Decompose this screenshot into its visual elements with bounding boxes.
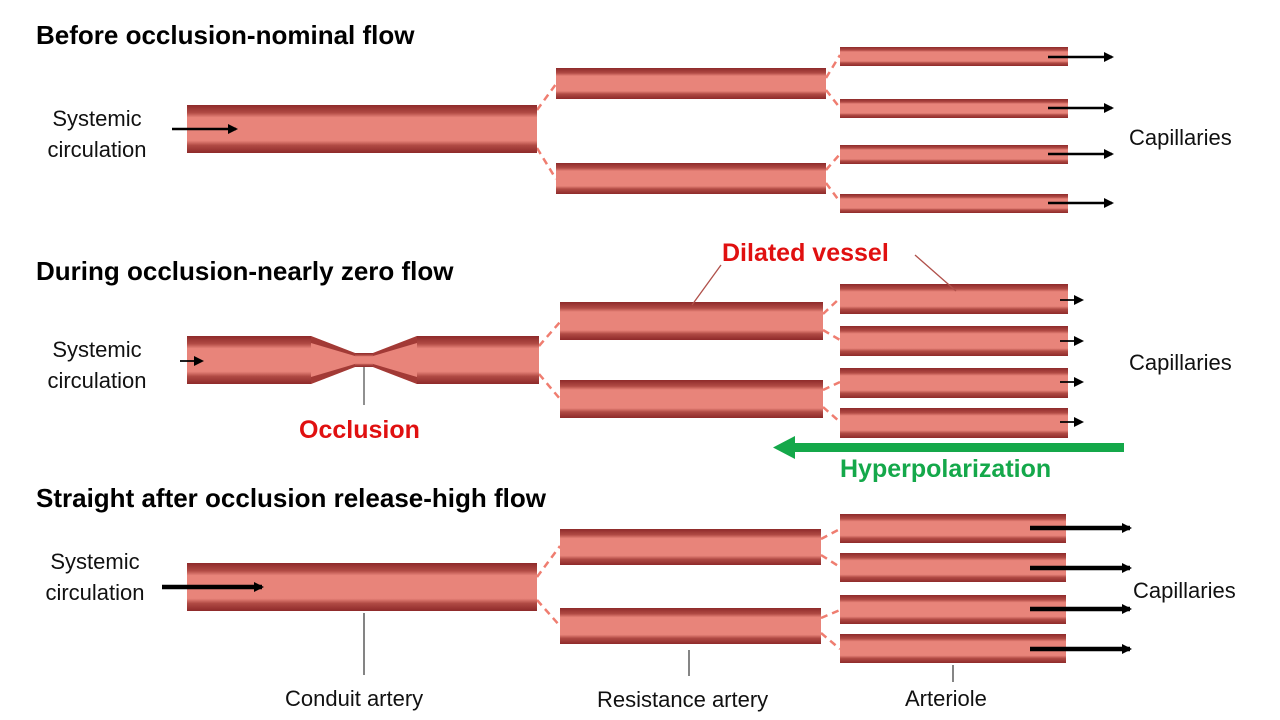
occluded-conduit-artery [187, 336, 539, 384]
arteriole-label: Arteriole [905, 686, 987, 711]
dilated-vessel-leader [914, 254, 957, 292]
dilated-arteriole-vessel [840, 326, 1068, 356]
dilated-vessel-label: Dilated vessel [722, 239, 889, 267]
source-label-line: Systemic [50, 549, 140, 574]
resistance-artery-label: Resistance artery [597, 687, 769, 712]
panel-3-source-label: Systemic circulation [36, 546, 154, 608]
arteriole-vessel [840, 99, 1068, 118]
flow-arrows [180, 295, 1084, 427]
source-label-line: Systemic [52, 337, 142, 362]
hyperpolarization-label: Hyperpolarization [840, 455, 1052, 483]
panel-2-source-label: Systemic circulation [38, 334, 156, 396]
source-label-line: circulation [45, 580, 145, 605]
panel-3-after-release [162, 514, 1132, 682]
arteriole-vessel [840, 47, 1068, 66]
branch-connectors [535, 527, 841, 650]
branch-connectors [538, 297, 841, 423]
panel-1-source-label: Systemic circulation [38, 103, 156, 165]
arteriole-vessel [840, 514, 1066, 543]
branch-connectors [535, 54, 842, 203]
resistance-artery-vessel [560, 608, 821, 644]
flow-arrows [172, 52, 1114, 208]
resistance-artery-vessel [556, 68, 826, 99]
occlusion-label: Occlusion [299, 416, 420, 444]
arteriole-vessel [840, 145, 1068, 164]
conduit-artery-vessel [187, 105, 537, 153]
source-label-line: circulation [47, 137, 147, 162]
panel-1-sink-label: Capillaries [1129, 125, 1232, 150]
dilated-resistance-artery-vessel [560, 380, 823, 418]
source-label-line: circulation [47, 368, 147, 393]
vessel-type-leaders [363, 613, 954, 682]
dilated-vessel-leader [691, 264, 722, 306]
resistance-artery-vessel [560, 529, 821, 565]
panel-2-sink-label: Capillaries [1129, 350, 1232, 375]
occlusion-point [355, 353, 373, 367]
dilated-arteriole-vessel [840, 368, 1068, 398]
panel-3-title: Straight after occlusion release-high fl… [36, 483, 546, 513]
arteriole-vessel [840, 194, 1068, 213]
dilated-resistance-artery-vessel [560, 302, 823, 340]
hyperpolarization-arrow [773, 436, 1124, 459]
callout-leaders [363, 254, 957, 405]
arteriole-vessel [840, 595, 1066, 624]
panel-2-title: During occlusion-nearly zero flow [36, 256, 454, 286]
flow-arrows [162, 523, 1132, 654]
dilated-arteriole-vessel [840, 408, 1068, 438]
arteriole-vessel [840, 553, 1066, 582]
conduit-artery-label: Conduit artery [285, 686, 424, 711]
panel-2-during-occlusion [180, 254, 1124, 459]
panel-3-sink-label: Capillaries [1133, 578, 1236, 603]
source-label-line: Systemic [52, 106, 142, 131]
panel-1-title: Before occlusion-nominal flow [36, 20, 415, 50]
resistance-artery-vessel [556, 163, 826, 194]
arteriole-vessel [840, 634, 1066, 663]
panel-1-before-occlusion [172, 47, 1114, 213]
